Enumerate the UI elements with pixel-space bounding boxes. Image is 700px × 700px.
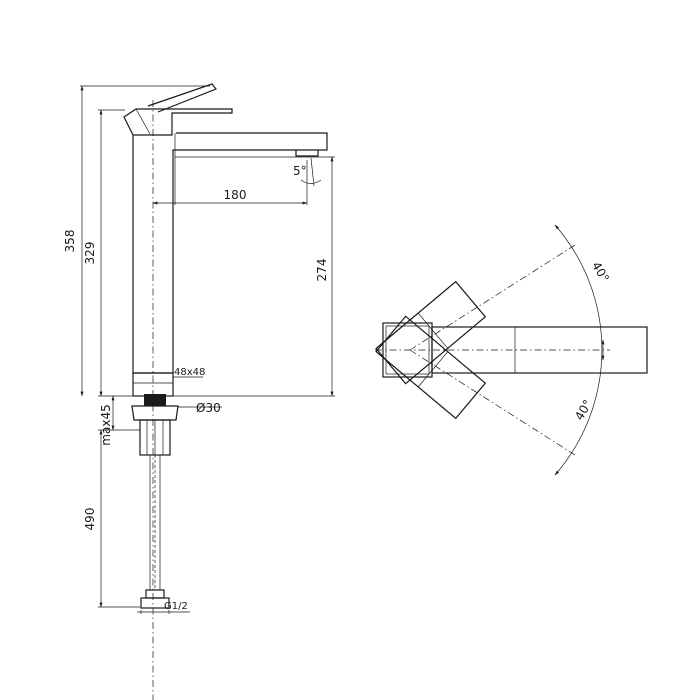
side-view: 358 329 274 180 5° 48x48 xyxy=(63,83,335,700)
mounting-nut xyxy=(131,405,179,456)
dimension-max-deck: max45 xyxy=(98,395,140,446)
lever-handle xyxy=(123,83,233,136)
dimension-body-section: 48x48 xyxy=(173,367,205,378)
dimension-under-spout: 274 xyxy=(315,156,334,397)
lever-rotation-up-label: 40° xyxy=(589,259,612,284)
max-deck-label: max45 xyxy=(99,404,113,445)
spout-height-label: 329 xyxy=(83,242,97,265)
dimension-spout-reach: 180 xyxy=(152,188,308,205)
body-section-label: 48x48 xyxy=(174,367,205,378)
under-spout-label: 274 xyxy=(315,259,329,282)
hose-length-label: 490 xyxy=(83,508,97,531)
dimension-total-height: 358 xyxy=(63,85,84,397)
top-spout xyxy=(431,326,648,374)
dimension-hose-thread: G1/2 xyxy=(137,601,190,614)
dimension-spout-angle: 5° xyxy=(293,157,322,187)
lever-rotated-down xyxy=(375,315,487,420)
hose-thread-label: G1/2 xyxy=(164,601,188,612)
dimension-hose-length: 490 xyxy=(83,429,103,608)
total-height-label: 358 xyxy=(63,230,77,253)
spout-angle-label: 5° xyxy=(293,164,307,178)
hole-diameter-label: Ø30 xyxy=(196,401,221,415)
lever-rotation-down-label: 40° xyxy=(572,397,595,422)
dimension-spout-height: 329 xyxy=(83,109,103,397)
top-view: 40° 40° xyxy=(375,224,648,476)
spout-reach-label: 180 xyxy=(224,188,247,202)
dimension-hole-diameter: Ø30 xyxy=(178,401,222,415)
flexible-hose xyxy=(140,455,170,609)
